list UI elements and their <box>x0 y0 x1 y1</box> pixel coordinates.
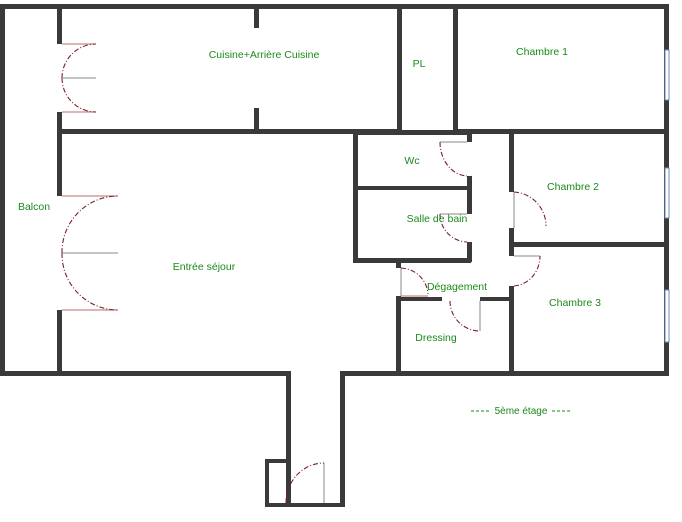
floor-indicator: 5ème étage <box>471 406 572 417</box>
wall-kitchen-divider-bottom <box>254 108 259 132</box>
label-living: Entrée séjour <box>173 261 236 273</box>
door-hallway <box>400 267 429 297</box>
label-kitchen: Cuisine+Arrière Cuisine <box>209 49 320 61</box>
wall-wc-left <box>353 130 358 262</box>
wall-wc-top <box>353 130 471 135</box>
door-kitchen <box>61 43 97 113</box>
wall-bath-right-bottom <box>467 242 472 262</box>
interior-walls <box>57 4 669 376</box>
wall-pl-left <box>397 4 402 134</box>
label-bathroom: Salle de bain <box>407 213 468 225</box>
label-wc: Wc <box>404 155 419 167</box>
wall-entry-bottom <box>265 503 345 507</box>
wall-dressing-top-right <box>480 297 514 301</box>
windows <box>664 49 670 343</box>
wall-balcony-bottom <box>57 310 62 376</box>
wall-pl-right <box>453 4 458 134</box>
wall-kitchen-bottom <box>57 129 400 134</box>
outer-walls <box>0 4 669 507</box>
wall-bedroom1-bottom <box>453 129 669 134</box>
wall-balcony-top <box>57 4 62 44</box>
room-labels: Cuisine+Arrière Cuisine PL Chambre 1 Bal… <box>18 46 601 344</box>
wall-wc-right-mid <box>467 176 472 214</box>
wall-dressing-top-left <box>396 297 442 301</box>
wall-entry-stub <box>265 459 291 463</box>
wall-bath-bottom <box>353 258 471 263</box>
wall-bottom-right <box>340 371 669 376</box>
door-balcony <box>61 195 119 311</box>
wall-hall-left <box>396 296 401 376</box>
wall-left <box>0 4 5 376</box>
doors <box>61 43 547 504</box>
wall-wc-bottom <box>353 186 471 190</box>
door-entry <box>285 462 325 504</box>
door-bedroom2 <box>513 191 547 228</box>
label-bedroom1: Chambre 1 <box>516 46 568 58</box>
door-bedroom3 <box>513 255 541 287</box>
wall-top <box>0 4 668 9</box>
window-bedroom1 <box>664 49 670 101</box>
label-bedroom3: Chambre 3 <box>549 297 601 309</box>
label-bedroom2: Chambre 2 <box>547 181 599 193</box>
label-floor: 5ème étage <box>495 406 548 417</box>
window-bedroom2 <box>664 167 670 219</box>
door-dressing <box>449 300 481 332</box>
wall-kitchen-divider-top <box>254 4 259 28</box>
label-balcony: Balcon <box>18 201 50 213</box>
wall-bedroom2-bottom <box>509 242 669 247</box>
wall-bedroom3-left <box>509 286 514 376</box>
label-hallway: Dégagement <box>427 281 487 293</box>
wall-bedroom2-left-top <box>509 130 514 192</box>
label-dressing: Dressing <box>415 332 457 344</box>
door-wc <box>439 141 468 177</box>
wall-balcony-mid <box>57 112 62 196</box>
wall-entry-left <box>286 371 291 507</box>
wall-wc-right-top <box>467 130 472 142</box>
door-bathroom <box>439 213 468 243</box>
wall-entry-stub-v <box>265 459 269 507</box>
wall-bottom-left <box>0 371 290 376</box>
wall-hall-left-top <box>396 258 401 268</box>
wall-entry-right <box>340 371 345 507</box>
window-bedroom3 <box>664 289 670 343</box>
label-pantry: PL <box>413 58 426 70</box>
